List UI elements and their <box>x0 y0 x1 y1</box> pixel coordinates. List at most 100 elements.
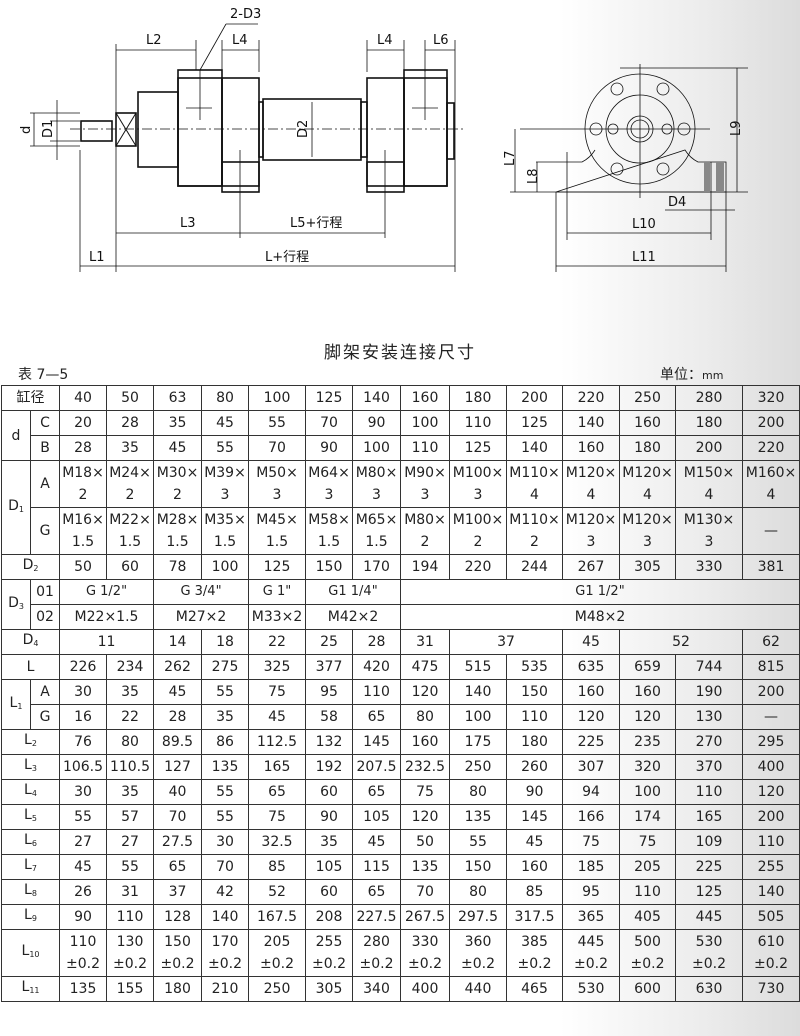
table-cell: 35 <box>106 679 154 705</box>
table-cell: M64×3 <box>305 460 353 508</box>
row-label: L5 <box>1 804 60 830</box>
table-cell: 70 <box>400 879 450 905</box>
table-cell: 255±0.2 <box>305 929 353 977</box>
table-cell: 100 <box>201 554 249 580</box>
table-cell: M27×2 <box>153 604 249 630</box>
table-cell: M160×4 <box>742 460 800 508</box>
table-cell: M35×1.5 <box>201 507 249 555</box>
d3-label: D3 <box>1 579 31 630</box>
table-cell: 307 <box>562 754 620 780</box>
row-label: L8 <box>1 879 60 905</box>
table-cell: 94 <box>562 779 620 805</box>
table-cell: 90 <box>59 904 107 930</box>
table-cell: 160 <box>619 679 676 705</box>
table-cell: 27 <box>106 829 154 855</box>
l1-label: L1 <box>1 679 31 730</box>
bore-value: 50 <box>106 385 154 411</box>
table-cell: M110×2 <box>506 507 563 555</box>
row-label: L3 <box>1 754 60 780</box>
svg-text:D4: D4 <box>668 195 686 210</box>
table-cell: 260 <box>506 754 563 780</box>
svg-text:L9: L9 <box>729 120 744 136</box>
svg-text:d: d <box>19 126 34 134</box>
table-cell: 35 <box>201 704 249 730</box>
table-cell: 630 <box>675 976 743 1002</box>
table-cell: 90 <box>305 804 353 830</box>
row-label: L7 <box>1 854 60 880</box>
table-cell: 320 <box>619 754 676 780</box>
table-cell: 55 <box>59 804 107 830</box>
bore-value: 100 <box>248 385 306 411</box>
row-label: L2 <box>1 729 60 755</box>
table-cell: 35 <box>305 829 353 855</box>
table-cell: 65 <box>352 879 401 905</box>
table-cell: M120×4 <box>562 460 620 508</box>
table-cell: 40 <box>153 779 202 805</box>
table-cell: 135 <box>449 804 507 830</box>
bore-value: 250 <box>619 385 676 411</box>
table-cell: 20 <box>59 410 107 436</box>
table-cell: 37 <box>449 629 563 655</box>
table-cell: 175 <box>449 729 507 755</box>
table-cell: 65 <box>248 779 306 805</box>
table-cell: 659 <box>619 654 676 680</box>
sub-label: G <box>30 704 60 730</box>
table-cell: M120×3 <box>619 507 676 555</box>
svg-text:D1: D1 <box>41 120 56 138</box>
table-cell: 109 <box>675 829 743 855</box>
table-cell: 95 <box>305 679 353 705</box>
table-cell: 227.5 <box>352 904 401 930</box>
table-cell: 200 <box>675 435 743 461</box>
table-cell: 28 <box>153 704 202 730</box>
table-cell: 16 <box>59 704 107 730</box>
table-cell: 110 <box>400 435 450 461</box>
svg-text:L4: L4 <box>232 33 248 48</box>
table-cell: 210 <box>201 976 249 1002</box>
table-cell: M80×2 <box>400 507 450 555</box>
table-cell: 174 <box>619 804 676 830</box>
table-cell: 262 <box>153 654 202 680</box>
table-cell: 35 <box>106 435 154 461</box>
table-cell: M28×1.5 <box>153 507 202 555</box>
bore-value: 80 <box>201 385 249 411</box>
table-cell: M22×1.5 <box>59 604 154 630</box>
table-cell: M58×1.5 <box>305 507 353 555</box>
table-cell: 106.5 <box>59 754 107 780</box>
table-cell: 205±0.2 <box>248 929 306 977</box>
table-cell: 250 <box>248 976 306 1002</box>
table-cell: 317.5 <box>506 904 563 930</box>
table-cell: 381 <box>742 554 800 580</box>
table-cell: 744 <box>675 654 743 680</box>
table-cell: 45 <box>352 829 401 855</box>
table-cell: 120 <box>742 779 800 805</box>
table-cell: 80 <box>449 879 507 905</box>
d4-label: D4 <box>1 629 60 655</box>
table-cell: 275 <box>201 654 249 680</box>
table-cell: 45 <box>248 704 306 730</box>
table-cell: 28 <box>352 629 401 655</box>
table-cell: 70 <box>201 854 249 880</box>
table-cell: 160 <box>619 410 676 436</box>
table-cell: 55 <box>201 435 249 461</box>
table-cell: 140 <box>562 410 620 436</box>
table-cell: 145 <box>352 729 401 755</box>
bore-header: 缸径 <box>1 385 60 411</box>
table-cell: 208 <box>305 904 353 930</box>
table-cell: 305 <box>305 976 353 1002</box>
bore-value: 320 <box>742 385 800 411</box>
table-cell: 45 <box>562 629 620 655</box>
table-cell: 125 <box>675 879 743 905</box>
table-cell: 100 <box>619 779 676 805</box>
